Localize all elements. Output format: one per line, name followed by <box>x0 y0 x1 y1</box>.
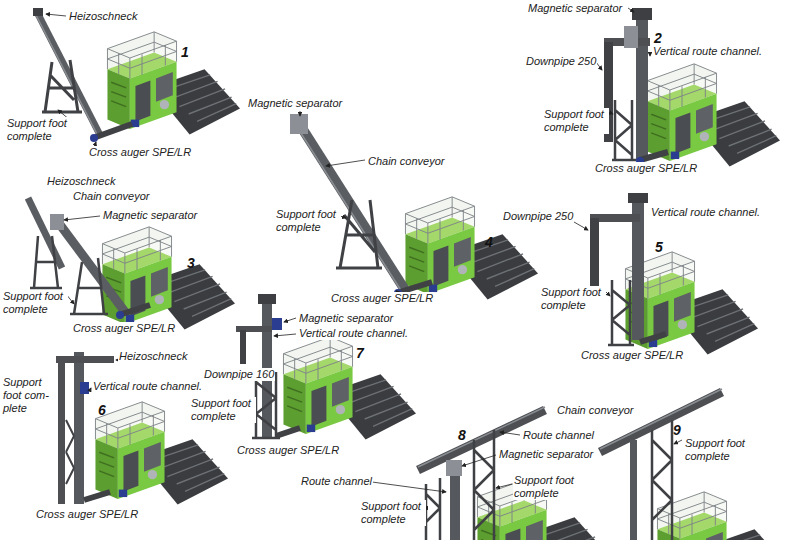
part-label: Cross auger SPE/LR <box>330 292 434 305</box>
part-label: Vertical route channel. <box>650 206 761 219</box>
part-label: Heizoschneck <box>68 10 138 23</box>
part-label: Support foot complete <box>275 208 341 234</box>
callout-number: 4 <box>484 234 494 250</box>
part-label: Route channel <box>300 475 373 488</box>
part-label: Support foot complete <box>540 286 606 312</box>
part-label: Downpipe 250 <box>525 55 597 68</box>
part-label: Magnetic separator <box>298 312 394 325</box>
part-label: Support foot complete <box>360 500 426 526</box>
part-label: Support foot complete <box>6 117 72 143</box>
part-label: Support foot complete <box>684 437 750 463</box>
part-label: Support foot complete <box>2 290 68 316</box>
part-label: Cross auger SPE/LR <box>88 146 192 159</box>
part-label: Support foot com- plete <box>2 376 56 415</box>
part-label: Cross auger SPE/LR <box>594 162 698 175</box>
part-label: Vertical route channel. <box>92 380 203 393</box>
part-label: Vertical route channel. <box>652 45 763 58</box>
part-label: Chain conveyor <box>367 155 445 168</box>
callout-number: 8 <box>457 427 467 443</box>
part-label: Magnetic separator <box>102 209 198 222</box>
part-label: Heizoschneck <box>118 350 188 363</box>
callout-number: 7 <box>355 345 365 361</box>
part-label: Magnetic separator <box>527 2 623 15</box>
callout-number: 6 <box>97 402 107 418</box>
part-label: Cross auger SPE/LR <box>35 508 139 521</box>
part-label: Route channel <box>522 429 595 442</box>
part-label: Cross auger SPE/LR <box>72 322 176 335</box>
part-label: Heizoschneck <box>46 175 116 188</box>
part-label: Support foot complete <box>543 108 609 134</box>
part-label: Support foot complete <box>513 474 579 500</box>
part-label: Chain conveyor <box>72 190 150 203</box>
part-label: Magnetic separator <box>247 97 343 110</box>
part-label: Cross auger SPE/LR <box>236 444 340 457</box>
part-label: Support foot complete <box>190 397 256 423</box>
part-label: Downpipe 160 <box>203 368 275 381</box>
part-label: Downpipe 250 <box>502 210 574 223</box>
callout-number: 5 <box>654 239 664 255</box>
part-label: Cross auger SPE/LR <box>580 349 684 362</box>
callout-number: 9 <box>672 422 682 438</box>
callout-number: 1 <box>180 44 190 60</box>
part-label: Chain conveyor <box>556 404 634 417</box>
callout-number: 2 <box>653 30 663 46</box>
callout-number: 3 <box>186 255 196 271</box>
part-label: Vertical route channel. <box>298 327 409 340</box>
part-label: Magnetic separator <box>498 448 594 461</box>
